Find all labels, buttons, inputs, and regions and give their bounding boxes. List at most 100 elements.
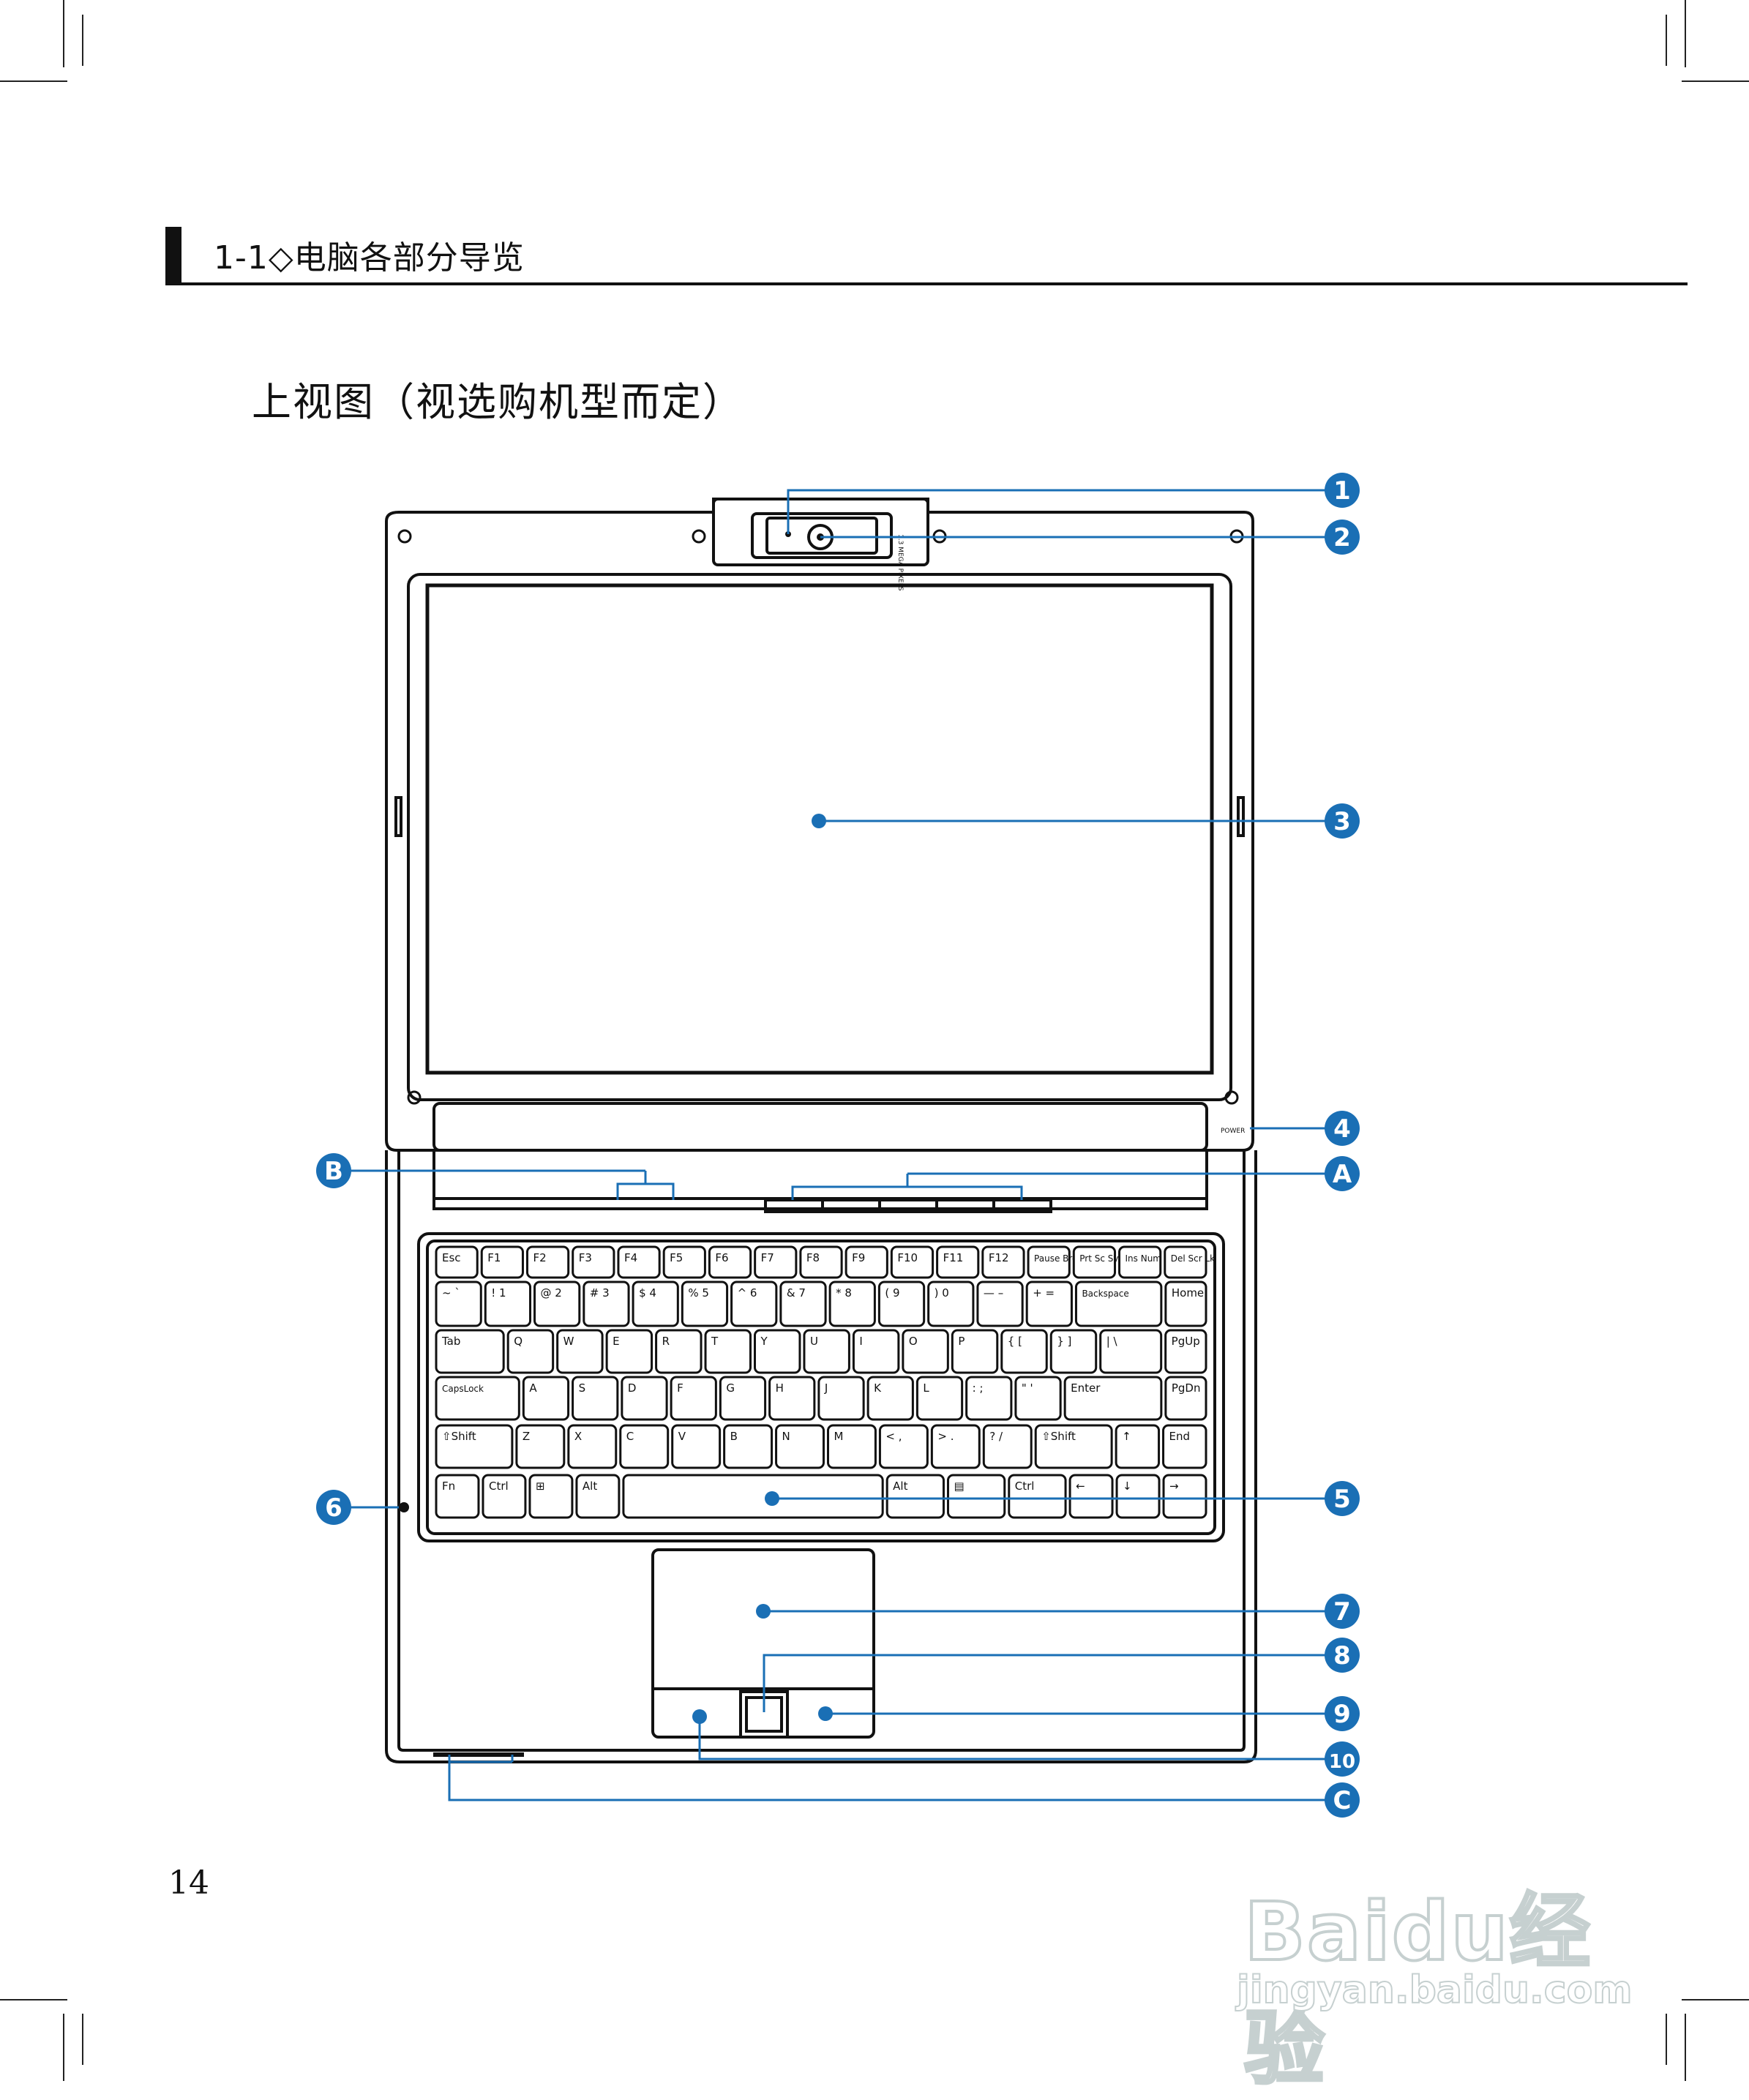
callout-label-7: 7 xyxy=(1333,1597,1351,1627)
callout-label-A: A xyxy=(1333,1160,1352,1189)
key-label: L xyxy=(923,1381,929,1395)
watermark-url: jingyan.baidu.com xyxy=(1237,1968,1633,2012)
key-label: Del Scr Lk xyxy=(1171,1253,1215,1264)
callout-label-C: C xyxy=(1333,1786,1352,1815)
key-label: Ctrl xyxy=(489,1480,509,1493)
key-label: { [ xyxy=(1008,1335,1022,1348)
page-number: 14 xyxy=(168,1864,209,1902)
callout-label-10: 10 xyxy=(1329,1751,1355,1773)
key-label: Backspace xyxy=(1082,1289,1128,1299)
callout-label-8: 8 xyxy=(1333,1641,1351,1670)
key-label: Ctrl xyxy=(1015,1480,1035,1493)
key-label: | \ xyxy=(1106,1335,1118,1348)
key-label: F12 xyxy=(989,1251,1009,1264)
camera-housing xyxy=(714,499,928,565)
callout-label-9: 9 xyxy=(1333,1700,1351,1729)
key-label: + = xyxy=(1033,1286,1055,1300)
key-label: ^ 6 xyxy=(738,1286,757,1300)
key-label: C xyxy=(626,1430,634,1443)
key xyxy=(623,1475,883,1518)
key-label: X xyxy=(574,1430,582,1443)
key-label: N xyxy=(782,1430,790,1443)
key-label: W xyxy=(563,1335,574,1348)
key-label: ~ ` xyxy=(442,1286,460,1300)
key-label: Esc xyxy=(442,1251,461,1264)
key-label: I xyxy=(859,1335,862,1348)
key-label: PgDn xyxy=(1172,1381,1201,1395)
key-label: K xyxy=(874,1381,882,1395)
callout-label-5: 5 xyxy=(1333,1485,1351,1514)
key-label: ! 1 xyxy=(491,1286,506,1300)
key-label: F10 xyxy=(897,1251,918,1264)
key-label: ⇧Shift xyxy=(1041,1430,1076,1443)
key-label: — – xyxy=(984,1286,1003,1300)
key-label: R xyxy=(662,1335,670,1348)
key-label: Q xyxy=(514,1335,523,1348)
key-label: T xyxy=(711,1335,719,1348)
key-label: ? / xyxy=(989,1430,1003,1443)
key-label: ← xyxy=(1076,1480,1085,1493)
key-label: D xyxy=(628,1381,637,1395)
key-label: A xyxy=(529,1381,537,1395)
key-label: } ] xyxy=(1057,1335,1071,1348)
key-label: H xyxy=(776,1381,784,1395)
key-label: & 7 xyxy=(787,1286,806,1300)
watermark: Baidu经验 jingyan.baidu.com xyxy=(1229,1815,1669,2005)
key-label: Alt xyxy=(893,1480,907,1493)
key-label: @ 2 xyxy=(541,1286,562,1300)
key-label: ↓ xyxy=(1123,1480,1132,1493)
key-label: F xyxy=(677,1381,684,1395)
key-label: B xyxy=(730,1430,738,1443)
key-label: Alt xyxy=(583,1480,597,1493)
key-label: F11 xyxy=(943,1251,964,1264)
power-label: POWER xyxy=(1221,1128,1245,1135)
key-label: M xyxy=(834,1430,843,1443)
key-label: F4 xyxy=(624,1251,637,1264)
key-label: End xyxy=(1169,1430,1191,1443)
key-label: F3 xyxy=(579,1251,592,1264)
keyboard-keys: EscF1F2F3F4F5F6F7F8F9F10F11F12Pause Brea… xyxy=(436,1247,1215,1518)
key-label: O xyxy=(909,1335,918,1348)
key-label: P xyxy=(958,1335,965,1348)
key-label: Home xyxy=(1172,1286,1204,1300)
callout-label-1: 1 xyxy=(1333,476,1351,506)
key-label: F9 xyxy=(852,1251,865,1264)
callout-label-3: 3 xyxy=(1333,807,1351,836)
key-label: Tab xyxy=(441,1335,460,1348)
key-label: S xyxy=(579,1381,586,1395)
callout-label-B: B xyxy=(324,1157,343,1186)
key-label: → xyxy=(1169,1480,1179,1493)
key-label: V xyxy=(678,1430,686,1443)
key-label: ↑ xyxy=(1122,1430,1131,1443)
key-label: F6 xyxy=(715,1251,728,1264)
key-label: F7 xyxy=(761,1251,774,1264)
callout-label-6: 6 xyxy=(325,1493,342,1523)
display-panel xyxy=(427,585,1212,1073)
key-label: > . xyxy=(937,1430,954,1443)
key-label: U xyxy=(810,1335,818,1348)
key-label: " ' xyxy=(1022,1381,1033,1395)
key-label: $ 4 xyxy=(639,1286,656,1300)
camera-resolution-label: 1.3 MEGA PIXELS xyxy=(896,534,904,591)
key-label: ) 0 xyxy=(935,1286,949,1300)
key-label: ( 9 xyxy=(885,1286,899,1300)
key-label: ▤ xyxy=(954,1480,964,1493)
key-label: Enter xyxy=(1071,1381,1101,1395)
key-label: CapsLock xyxy=(442,1384,484,1394)
key-label: : ; xyxy=(973,1381,984,1395)
key-label: F2 xyxy=(533,1251,546,1264)
hinge-strip xyxy=(434,1103,1207,1150)
key-label: J xyxy=(824,1381,828,1395)
key-label: % 5 xyxy=(688,1286,709,1300)
bezel-inner xyxy=(408,574,1231,1100)
key-label: < , xyxy=(885,1430,902,1443)
callout-label-2: 2 xyxy=(1333,523,1351,552)
key-label: * 8 xyxy=(836,1286,852,1300)
key-label: PgUp xyxy=(1172,1335,1200,1348)
key-label: G xyxy=(726,1381,735,1395)
key-label: F5 xyxy=(670,1251,683,1264)
key-label: ⊞ xyxy=(536,1480,545,1493)
key-label: Fn xyxy=(442,1480,455,1493)
